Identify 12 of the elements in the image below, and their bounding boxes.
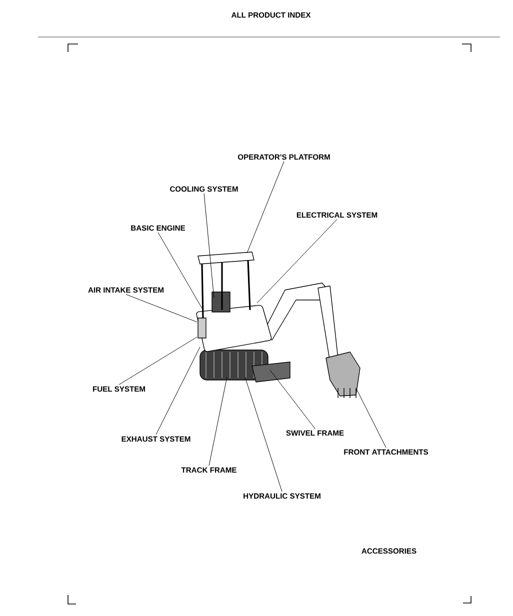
leader-line (118, 336, 198, 385)
leader-line (270, 370, 316, 429)
leader-line (204, 193, 214, 298)
leader-line (158, 232, 204, 310)
leader-line (356, 390, 386, 448)
leader-line (126, 294, 198, 322)
leader-line (208, 376, 228, 466)
leader-line (156, 346, 200, 435)
leader-line (246, 161, 284, 254)
leader-line (256, 219, 338, 304)
leader-line (244, 376, 282, 492)
excavator-drawing (196, 252, 360, 398)
